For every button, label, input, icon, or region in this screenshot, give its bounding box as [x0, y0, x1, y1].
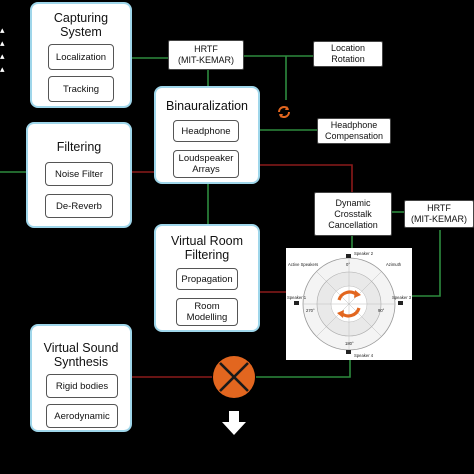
tracking-box: Tracking: [48, 76, 114, 102]
hrtf-right-box: HRTF (MIT-KEMAR): [404, 200, 474, 228]
speaker-2-label: Speaker 2: [354, 251, 374, 256]
speaker-1-label: Speaker 1: [287, 295, 307, 300]
capturing-system-title: Capturing System: [53, 11, 109, 39]
dynamic-crosstalk-cancellation-box: Dynamic Crosstalk Cancellation: [314, 192, 392, 236]
headphone-compensation-box: Headphone Compensation: [317, 118, 391, 144]
azimuth-label: Azimuth: [386, 262, 402, 267]
loudspeaker-arrays-box: Loudspeaker Arrays: [173, 150, 239, 178]
speaker-layout-figure: Speaker 2 Speaker 3 Speaker 4 Speaker 1 …: [286, 248, 412, 360]
noise-filter-box: Noise Filter: [45, 162, 113, 186]
speaker-3-label: Speaker 3: [392, 295, 412, 300]
rigid-bodies-box: Rigid bodies: [46, 374, 118, 398]
left-edge-marks: ▴ ▴ ▴ ▴: [0, 25, 5, 74]
circle-x-icon: [213, 356, 255, 398]
virtual-sound-synthesis-title: Virtual Sound Synthesis: [43, 341, 119, 369]
binauralization-title: Binauralization: [166, 99, 248, 113]
aerodynamic-box: Aerodynamic: [46, 404, 118, 428]
angle-270-label: 270°: [306, 308, 315, 313]
virtual-room-filtering-title: Virtual Room Filtering: [170, 234, 244, 262]
speaker-4-label: Speaker 4: [354, 353, 374, 358]
down-arrow-icon: [222, 411, 246, 435]
active-speakers-label: Active Speakers: [288, 262, 319, 267]
room-modelling-box: Room Modelling: [176, 298, 238, 326]
filtering-title: Filtering: [56, 140, 102, 154]
location-rotation-box: Location Rotation: [313, 41, 383, 67]
propagation-box: Propagation: [176, 268, 238, 290]
filtering-group: Filtering Noise Filter De-Reverb: [26, 122, 132, 228]
angle-90-label: 90°: [378, 308, 385, 313]
sync-icon: [278, 106, 290, 118]
de-reverb-box: De-Reverb: [45, 194, 113, 218]
virtual-room-filtering-group: Virtual Room Filtering Propagation Room …: [154, 224, 260, 332]
speaker-ring-diagram: [294, 254, 403, 354]
headphone-box: Headphone: [173, 120, 239, 142]
angle-0-label: 0°: [346, 262, 351, 267]
localization-box: Localization: [48, 44, 114, 70]
angle-180-label: 180°: [345, 341, 354, 346]
virtual-sound-synthesis-group: Virtual Sound Synthesis Rigid bodies Aer…: [30, 324, 132, 432]
capturing-system-group: Capturing System Localization Tracking: [30, 2, 132, 108]
binauralization-group: Binauralization Headphone Loudspeaker Ar…: [154, 86, 260, 184]
hrtf-top-box: HRTF (MIT-KEMAR): [168, 40, 244, 70]
